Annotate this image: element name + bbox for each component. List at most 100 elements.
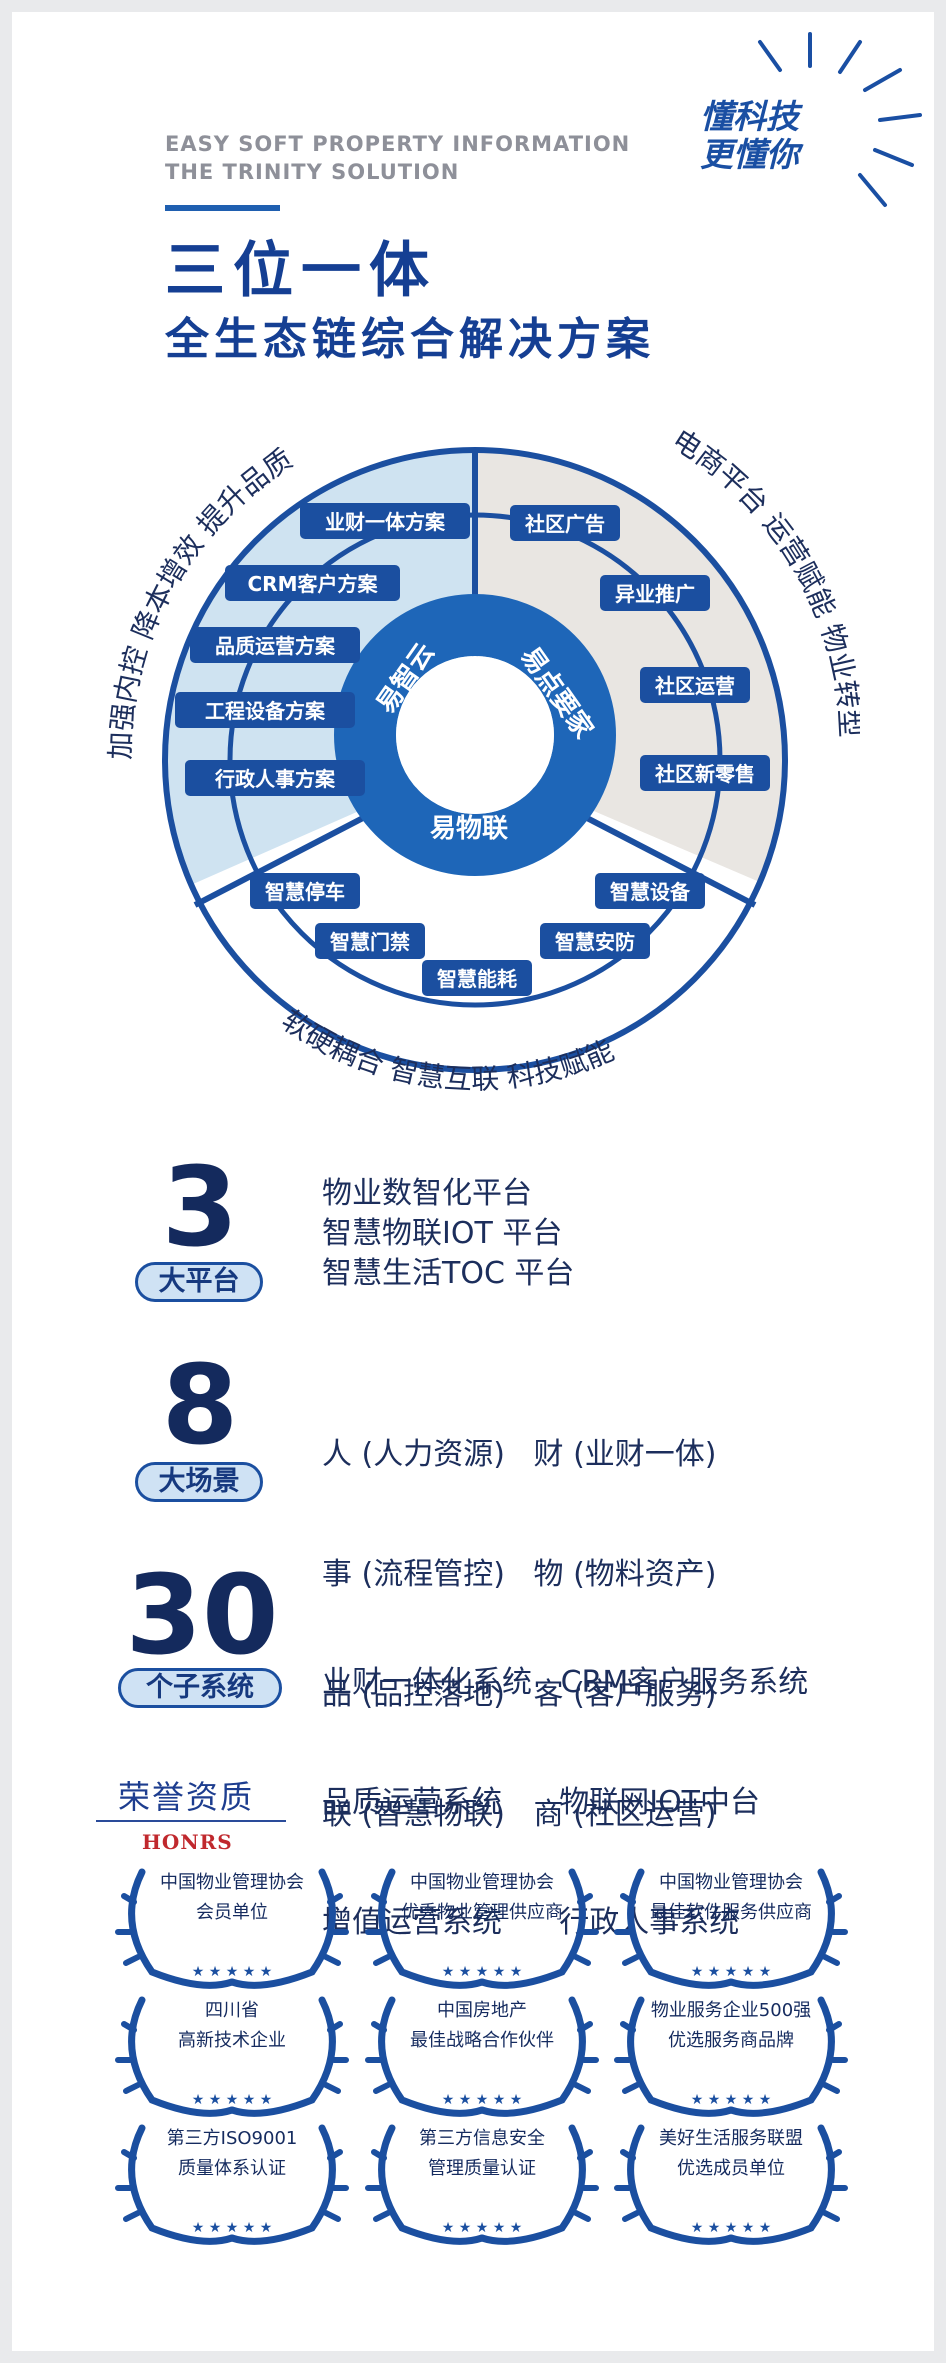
stat-label-subsystems: 个子系统 (118, 1668, 282, 1708)
honor-badge: ★ ★ ★ ★ ★ 中国物业管理协会优秀物业管理供应商 (362, 1862, 602, 1992)
page-subtitle: 全生态链综合解决方案 (165, 314, 655, 365)
tag-background (600, 575, 710, 611)
honor-badge: ★ ★ ★ ★ ★美好生活服务联盟优选成员单位 (611, 2118, 851, 2248)
badge-line-2: 高新技术企业 (178, 2030, 286, 2051)
laurel-icon: ★ ★ ★ ★ ★ (614, 1868, 848, 1989)
bottom-item-tag: 智慧停车 (250, 873, 360, 909)
tag-background (175, 692, 355, 728)
english-line-2: THE TRINITY SOLUTION (165, 160, 460, 184)
badge-text: 物业服务企业500强优选服务商品牌 (631, 1996, 831, 2056)
tag-background (422, 960, 532, 996)
core-hole (396, 656, 554, 814)
laurel-icon: ★ ★ ★ ★ ★ (115, 1868, 349, 1989)
badge-line-1: 四川省 (205, 2000, 259, 2021)
svg-text:★ ★ ★ ★ ★: ★ ★ ★ ★ ★ (691, 2220, 772, 2236)
tag-background (595, 873, 705, 909)
stat-list-subsystems: 业财一体化系统 CRM客户服务系统 品质运营系统 物联网IOT中台 增值运营系统… (322, 1583, 808, 1983)
tag-background (250, 873, 360, 909)
svg-text:★ ★ ★ ★ ★: ★ ★ ★ ★ ★ (442, 1964, 523, 1980)
honor-badge: ★ ★ ★ ★ ★中国物业管理协会会员单位 (112, 1862, 352, 1992)
bottom-item-tag: 智慧能耗 (422, 960, 532, 996)
laurel-icon: ★ ★ ★ ★ ★ (115, 2124, 349, 2245)
tag-label: 异业推广 (615, 582, 695, 606)
tag-label: 社区新零售 (654, 762, 755, 786)
core-label-yiwulian: 易物联 (430, 814, 508, 844)
tag-label: 智慧能耗 (437, 967, 517, 991)
english-heading: EASY SOFT PROPERTY INFORMATION THE TRINI… (165, 130, 630, 186)
left-item-tag: 工程设备方案 (175, 692, 355, 728)
badge-text: 中国物业管理协会优秀物业管理供应商 (382, 1868, 582, 1928)
badge-line-1: 第三方信息安全 (419, 2128, 545, 2149)
list-item: 业财一体化系统 CRM客户服务系统 (322, 1665, 809, 1700)
tag-label: 智慧安防 (555, 930, 635, 954)
tag-label: 工程设备方案 (205, 699, 326, 723)
bottom-item-tag: 智慧安防 (540, 923, 650, 959)
badge-line-1: 中国物业管理协会 (160, 1872, 304, 1893)
tag-background (185, 760, 365, 796)
core-ring (334, 594, 616, 876)
badge-line-2: 最佳战略合作伙伴 (410, 2030, 554, 2051)
bottom-item-tag: 智慧门禁 (315, 923, 425, 959)
svg-text:★ ★ ★ ★ ★: ★ ★ ★ ★ ★ (691, 2092, 772, 2108)
honor-badge: ★ ★ ★ ★ ★ 四川省高新技术企业 (112, 1990, 352, 2120)
stat-number-scenes: 8 (161, 1341, 239, 1469)
badge-line-2: 最佳软件服务供应商 (650, 1902, 812, 1923)
badge-text: 中国物业管理协会会员单位 (132, 1868, 332, 1928)
badge-text: 中国物业管理协会最佳软件服务供应商 (631, 1868, 831, 1928)
honor-badge: ★ ★ ★ ★ ★中国房地产最佳战略合作伙伴 (362, 1990, 602, 2120)
badge-line-1: 物业服务企业500强 (650, 2000, 812, 2021)
left-item-tag: 行政人事方案 (185, 760, 365, 796)
list-item: 智慧生活TOC 平台 (322, 1256, 575, 1291)
slogan-line-2: 更懂你 (700, 135, 799, 174)
badge-text: 第三方ISO9001 质量体系认证 (132, 2124, 332, 2184)
tag-label: 智慧停车 (265, 880, 345, 904)
svg-text:★ ★ ★ ★ ★: ★ ★ ★ ★ ★ (192, 2220, 273, 2236)
honor-badge: ★ ★ ★ ★ ★ 第三方ISO9001 质量体系认证 (112, 2118, 352, 2248)
tag-label: 社区广告 (524, 512, 605, 536)
bottom-item-tag: 智慧设备 (595, 873, 705, 909)
page-title: 三位一体 (165, 236, 437, 306)
stat-list-scenes: 人 (人力资源) 财 (业财一体) 事 (流程管控) 物 (物料资产) 品 (品… (322, 1355, 717, 1875)
badge-text: 第三方信息安全管理质量认证 (382, 2124, 582, 2184)
stat-number-subsystems: 30 (125, 1551, 279, 1679)
laurel-icon: ★ ★ ★ ★ ★ (365, 1996, 599, 2117)
laurel-icon: ★ ★ ★ ★ ★ (365, 1868, 599, 1989)
right-item-tag: 社区运营 (640, 667, 750, 703)
sunburst-icon (758, 32, 922, 207)
right-item-tag: 社区新零售 (640, 755, 770, 791)
tag-background (640, 755, 770, 791)
badge-text: 中国房地产最佳战略合作伙伴 (382, 1996, 582, 2056)
right-item-tag: 社区广告 (510, 505, 620, 541)
tag-label: 智慧设备 (610, 880, 691, 904)
laurel-icon: ★ ★ ★ ★ ★ (365, 2124, 599, 2245)
badge-line-2: 优选成员单位 (677, 2158, 785, 2179)
badge-line-2: 质量体系认证 (178, 2158, 286, 2179)
laurel-icon: ★ ★ ★ ★ ★ (614, 1996, 848, 2117)
list-item: 事 (流程管控) 物 (物料资产) (322, 1557, 717, 1592)
honors-divider (96, 1820, 286, 1822)
slogan: 懂科技 更懂你 (700, 98, 799, 174)
list-item: 人 (人力资源) 财 (业财一体) (322, 1437, 717, 1472)
list-item: 增值运营系统 行政人事系统 (322, 1905, 740, 1940)
svg-text:★ ★ ★ ★ ★: ★ ★ ★ ★ ★ (442, 2220, 523, 2236)
english-line-1: EASY SOFT PROPERTY INFORMATION (165, 132, 631, 156)
honor-badge: ★ ★ ★ ★ ★中国物业管理协会最佳软件服务供应商 (611, 1862, 851, 1992)
tag-label: 智慧门禁 (330, 930, 410, 954)
tag-label: 品质运营方案 (215, 634, 336, 658)
badge-line-1: 第三方ISO9001 (166, 2128, 298, 2149)
svg-text:★ ★ ★ ★ ★: ★ ★ ★ ★ ★ (192, 2092, 273, 2108)
tag-background (510, 505, 620, 541)
stat-label-scenes: 大场景 (135, 1462, 263, 1502)
honor-badge: ★ ★ ★ ★ ★ 物业服务企业500强优选服务商品牌 (611, 1990, 851, 2120)
tag-background (190, 627, 360, 663)
right-item-tag: 异业推广 (600, 575, 710, 611)
badge-line-2: 优选服务商品牌 (668, 2030, 794, 2051)
badge-line-2: 会员单位 (196, 1902, 268, 1923)
badge-line-2: 管理质量认证 (428, 2158, 536, 2179)
honors-title: 荣誉资质 (118, 1778, 255, 1816)
tag-background (225, 565, 400, 601)
list-item: 智慧物联IOT 平台 (322, 1216, 563, 1251)
list-item: 品质运营系统 物联网IOT中台 (322, 1785, 761, 1820)
badge-line-1: 中国房地产 (437, 2000, 527, 2021)
title-accent-bar (165, 205, 280, 211)
